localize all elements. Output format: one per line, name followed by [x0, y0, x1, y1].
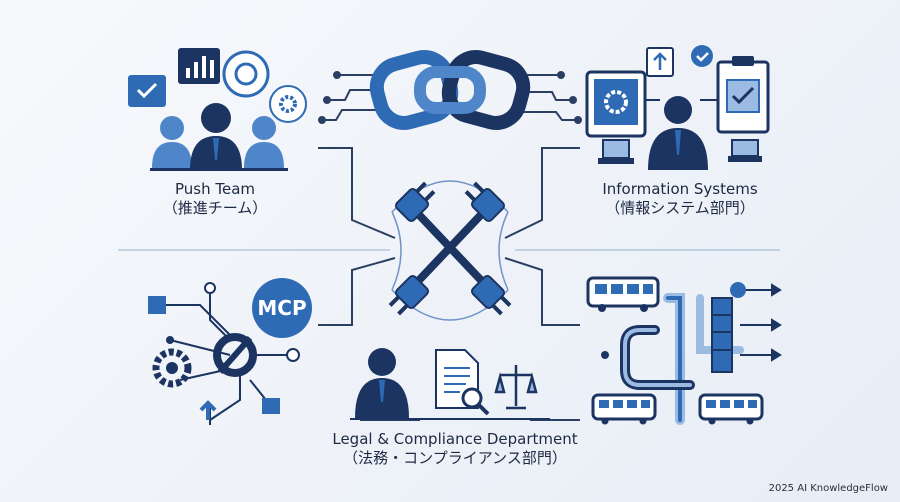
- info-systems-label: Information Systems （情報システム部門）: [560, 180, 800, 218]
- push-team-label-en: Push Team: [174, 180, 256, 198]
- transport-pipes-icon: [586, 276, 782, 425]
- scales-icon: [494, 365, 538, 410]
- crossed-plugs-icon: [388, 181, 512, 316]
- arrow-up-icon: [199, 400, 217, 420]
- chain-link-icon: [318, 50, 582, 130]
- gear-icon: [152, 348, 192, 388]
- gear-bubble-icon: [269, 85, 307, 123]
- info-systems-label-en: Information Systems: [602, 180, 758, 198]
- connector-ring-icon: [213, 333, 257, 377]
- legal-label-en: Legal & Compliance Department: [332, 430, 578, 448]
- magnifier-icon: [461, 387, 483, 409]
- mcp-badge: [252, 278, 312, 338]
- info-systems-icon: [585, 45, 770, 170]
- bus-bottom-right-icon: [698, 393, 764, 425]
- mcp-network-icon: MCP: [148, 278, 312, 425]
- footer-credit: 2025 AI KnowledgeFlow: [768, 483, 888, 494]
- bus-top-icon: [586, 276, 660, 312]
- legal-label-ja: （法務・コンプライアンス部門）: [343, 448, 567, 467]
- legal-label: Legal & Compliance Department （法務・コンプライア…: [300, 430, 610, 468]
- ai-bubble-icon: [222, 50, 270, 98]
- push-team-icon: [128, 48, 307, 171]
- push-team-label: Push Team （推進チーム）: [130, 180, 300, 218]
- badge-check-icon: [691, 45, 713, 67]
- info-systems-label-ja: （情報システム部門）: [605, 198, 755, 217]
- push-team-label-ja: （推進チーム）: [162, 198, 268, 217]
- legal-icon: [350, 348, 550, 420]
- bus-bottom-left-icon: [591, 393, 657, 425]
- mcp-label: MCP: [257, 296, 306, 320]
